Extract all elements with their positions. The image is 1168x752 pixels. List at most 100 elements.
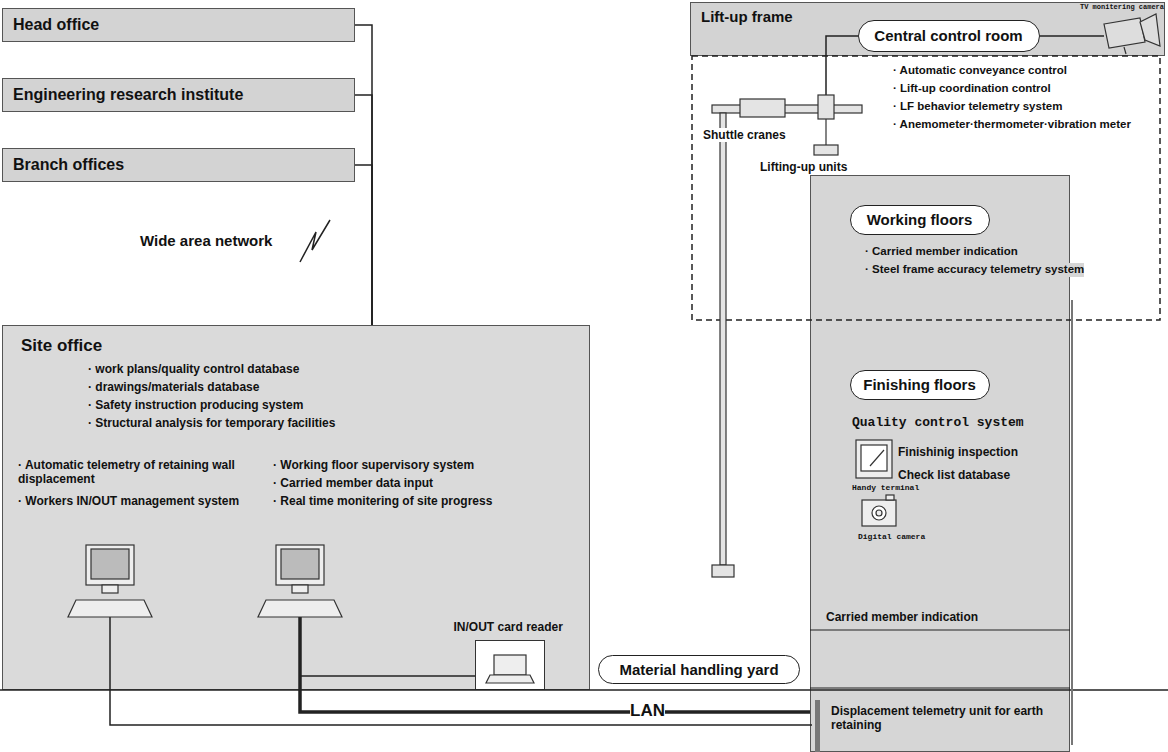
node-title: Site office	[21, 336, 102, 356]
network-line	[355, 165, 372, 325]
site-office-panel: Site office · work plans/quality control …	[2, 325, 590, 690]
label-slot: Quality control system	[852, 415, 1024, 431]
label-slot: · Lift-up coordination control	[893, 82, 1051, 96]
camera-cable	[1040, 35, 1104, 37]
label-slot: Check list database	[898, 468, 1010, 482]
node-title: Head office	[13, 15, 99, 34]
text-slot: · drawings/materials database	[88, 380, 259, 394]
text-slot: Lift-up frame	[701, 8, 793, 26]
part-label: Lifting-up units	[760, 160, 847, 174]
node-title: Finishing floors	[863, 376, 976, 394]
lift-cable	[826, 36, 858, 95]
function-item: Check list database	[898, 468, 1010, 482]
text-slot: Branch offices	[13, 155, 124, 174]
edge-label: LAN	[630, 701, 665, 721]
label-slot: · LF behavior telemetry system	[893, 100, 1062, 114]
text-slot: Engineering research institute	[13, 85, 243, 104]
computer	[258, 545, 342, 617]
node-title: Lift-up frame	[701, 8, 793, 26]
building: Carried member indicationDisplacement te…	[810, 175, 1070, 752]
yard-box: Material handling yard	[598, 655, 800, 684]
node-text: · Workers IN/OUT management system	[18, 494, 243, 508]
text-slot: · Safety instruction producing system	[88, 398, 303, 412]
lan-wire	[298, 617, 302, 690]
label-slot: Wide area network	[140, 232, 272, 250]
building-cable	[1071, 300, 1073, 745]
text-slot: Head office	[13, 15, 99, 34]
label-slot: Lifting-up units	[760, 160, 847, 174]
office-box: Head office	[2, 8, 355, 42]
label-slot: · Steel frame accuracy telemetry system	[865, 263, 1084, 277]
card-reader-device	[486, 655, 534, 683]
handy-terminal	[856, 440, 892, 478]
digital-camera	[862, 495, 896, 526]
label-slot: Shuttle cranes	[703, 128, 786, 142]
function-item: · Lift-up coordination control	[893, 82, 1051, 96]
label-slot: Handy terminal	[852, 483, 919, 493]
label-slot: · Carried member indication	[865, 245, 1018, 259]
node-text: Displacement telemetry unit for earth re…	[831, 704, 1066, 733]
floor-line	[810, 687, 1070, 688]
label-slot: TV monitering camera	[1080, 3, 1164, 11]
shuttle-crane	[712, 99, 862, 577]
tv-camera	[1104, 14, 1160, 54]
node-text: · Working floor supervisory system	[273, 458, 474, 472]
text-slot: · Workers IN/OUT management system	[18, 494, 243, 508]
floor-line	[810, 629, 1070, 630]
text-slot: · Automatic telemetry of retaining wall …	[18, 458, 243, 487]
card-reader-box: IN/OUT card reader	[475, 640, 545, 690]
function-item: · LF behavior telemetry system	[893, 100, 1062, 114]
lan-wire	[300, 675, 475, 677]
displacement-unit	[815, 700, 820, 752]
function-item: · Automatic conveyance control	[893, 64, 1067, 78]
device-label: Handy terminal	[852, 483, 919, 493]
computer	[68, 545, 152, 617]
system-heading: Quality control system	[852, 415, 1024, 431]
node-text: · drawings/materials database	[88, 380, 259, 394]
text-slot: Finishing floors	[863, 376, 976, 394]
text-slot: Working floors	[867, 211, 973, 229]
node-text: · Automatic telemetry of retaining wall …	[18, 458, 243, 487]
part-label: Shuttle cranes	[703, 128, 786, 142]
node-title: Engineering research institute	[13, 85, 243, 104]
text-slot: Material handling yard	[619, 661, 778, 679]
text-slot: Site office	[21, 336, 102, 356]
function-item: · Carried member indication	[865, 245, 1018, 259]
layout-lines	[0, 36, 1168, 745]
function-item: · Anemometer·thermometer·vibration meter	[893, 118, 1131, 132]
office-box: Branch offices	[2, 148, 355, 182]
text-slot: IN/OUT card reader	[454, 620, 563, 634]
lightning-symbol	[300, 220, 330, 262]
text-slot: · Working floor supervisory system	[273, 458, 474, 472]
text-slot: · work plans/quality control database	[88, 362, 299, 376]
floor-box: Finishing floors	[850, 370, 990, 400]
text-slot: Carried member indication	[826, 610, 978, 624]
text-slot: · Structural analysis for temporary faci…	[88, 416, 335, 430]
node-title: Working floors	[867, 211, 973, 229]
edge-label-slot: LAN	[630, 701, 665, 721]
liftup-region	[692, 56, 1160, 320]
part-label: TV monitering camera	[1080, 3, 1164, 11]
label-slot: Digital camera	[858, 532, 925, 542]
node-title: Branch offices	[13, 155, 124, 174]
function-item: · Steel frame accuracy telemetry system	[865, 263, 1084, 277]
text-slot: · Real time monitering of site progress	[273, 494, 492, 508]
lifting-unit	[814, 95, 838, 155]
node-text: · Structural analysis for temporary faci…	[88, 416, 335, 430]
floor-box: Working floors	[850, 205, 990, 235]
node-title: Central control room	[874, 27, 1022, 45]
text-slot: · Carried member data input	[273, 476, 433, 490]
node-title: Material handling yard	[619, 661, 778, 679]
function-item: Finishinig inspection	[898, 445, 1018, 459]
label-slot: Finishinig inspection	[898, 445, 1018, 459]
text-slot: Displacement telemetry unit for earth re…	[831, 704, 1066, 733]
node-text: · Real time monitering of site progress	[273, 494, 492, 508]
lan-wire	[110, 617, 812, 725]
network-line	[300, 690, 810, 712]
label-slot: · Anemometer·thermometer·vibration meter	[893, 118, 1131, 132]
node-text: · Carried member data input	[273, 476, 433, 490]
ground-line	[0, 689, 1168, 691]
label-slot: · Automatic conveyance control	[893, 64, 1067, 78]
node-title: Carried member indication	[826, 610, 978, 624]
office-box: Engineering research institute	[2, 78, 355, 112]
